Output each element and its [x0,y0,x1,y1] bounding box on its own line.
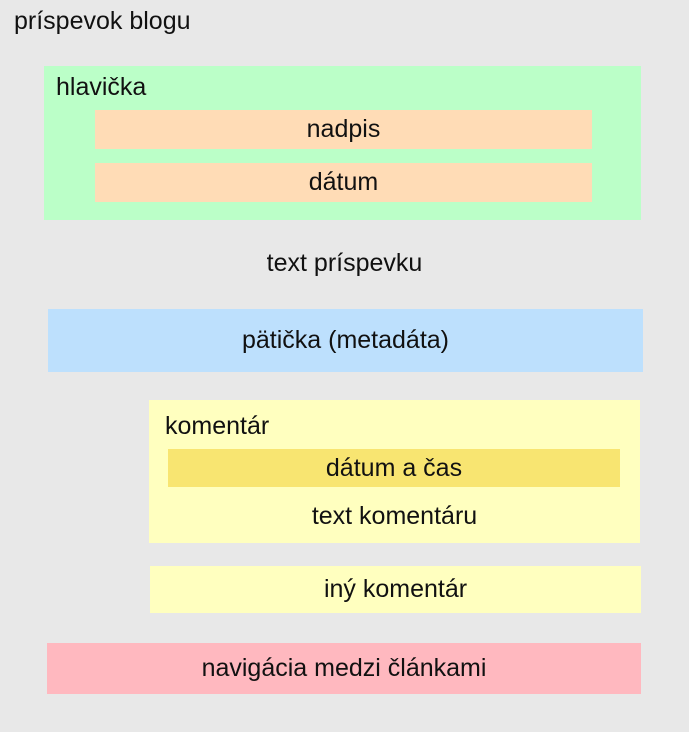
post-text-region: text príspevku [0,248,689,278]
other-comment-region: iný komentár [150,566,641,613]
footer-region: pätička (metadáta) [48,309,643,372]
post-text-label: text príspevku [266,248,423,277]
article-navigation-label: navigácia medzi článkami [201,654,487,682]
other-comment-label: iný komentár [323,575,468,603]
date-region: dátum [95,163,592,202]
comment-text-label: text komentáru [311,501,478,530]
comment-datetime-label: dátum a čas [325,453,463,482]
footer-label: pätička (metadáta) [241,326,450,354]
date-label: dátum [308,168,379,196]
headline-region: nadpis [95,110,592,149]
comment-text-region: text komentáru [149,500,640,532]
page-title: príspevok blogu [14,7,191,35]
comment-label: komentár [165,412,270,440]
headline-label: nadpis [306,115,381,143]
header-label: hlavička [56,73,147,101]
comment-datetime-region: dátum a čas [168,449,620,487]
article-navigation-region: navigácia medzi článkami [47,643,641,694]
